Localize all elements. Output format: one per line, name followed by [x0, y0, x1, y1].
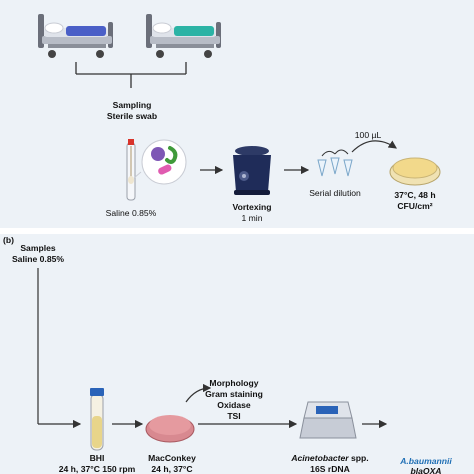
maconkey-plate-icon — [145, 415, 195, 443]
incubation-label: 37°C, 48 h — [394, 190, 435, 200]
sterile-swab-label: Sterile swab — [107, 111, 157, 121]
transfer-arrow — [351, 140, 397, 153]
units-label: CFU/cm² — [397, 201, 432, 211]
bhi-conditions-label: 24 h, 37°C 150 rpm — [59, 464, 136, 474]
sampling-label: Sampling — [113, 100, 152, 110]
maconkey-label: MacConkey — [148, 453, 196, 463]
pcr-machine-icon — [299, 401, 357, 439]
vortex-time-label: 1 min — [241, 213, 262, 223]
volume-label: 100 µL — [355, 130, 382, 140]
hospital-bed-icon — [38, 14, 113, 58]
panel-b-background — [0, 234, 474, 474]
saline-label: Saline 0.85% — [106, 208, 157, 218]
tests-arrow — [185, 383, 212, 403]
bacteria-icon — [133, 139, 187, 185]
samples-label: Samples — [20, 243, 56, 253]
test-gram-label: Gram staining — [205, 389, 263, 399]
test-oxidase-label: Oxidase — [217, 400, 251, 410]
petri-dish-icon — [389, 157, 441, 186]
saline-label-b: Saline 0.85% — [12, 254, 64, 264]
bhi-label: BHI — [90, 453, 105, 463]
bhi-tube-icon — [90, 388, 104, 451]
genus-suffix-label: spp. — [349, 453, 369, 463]
vortex-mixer-icon — [233, 146, 271, 195]
vortexing-label: Vortexing — [233, 202, 272, 212]
genus-line: Acinetobacter spp. — [290, 453, 368, 463]
genus-label: Acinetobacter — [290, 453, 349, 463]
test-tsi-label: TSI — [227, 411, 240, 421]
swab-tube-icon — [126, 139, 136, 201]
maconkey-conditions-label: 24 h, 37°C — [151, 464, 192, 474]
gene-16s-label: 16S rDNA — [310, 464, 350, 474]
serial-dilution-label: Serial dilution — [309, 188, 361, 198]
panel-b-flow-lines — [37, 268, 388, 429]
species-gene-label: blaOXA — [410, 466, 441, 474]
serial-dilution-icon — [317, 149, 353, 177]
hospital-bed-icon — [146, 14, 221, 58]
panel-b-label: (b) — [3, 235, 14, 245]
species-label: A.baumannii — [399, 456, 452, 466]
bed-bracket — [75, 62, 187, 88]
test-morphology-label: Morphology — [209, 378, 258, 388]
